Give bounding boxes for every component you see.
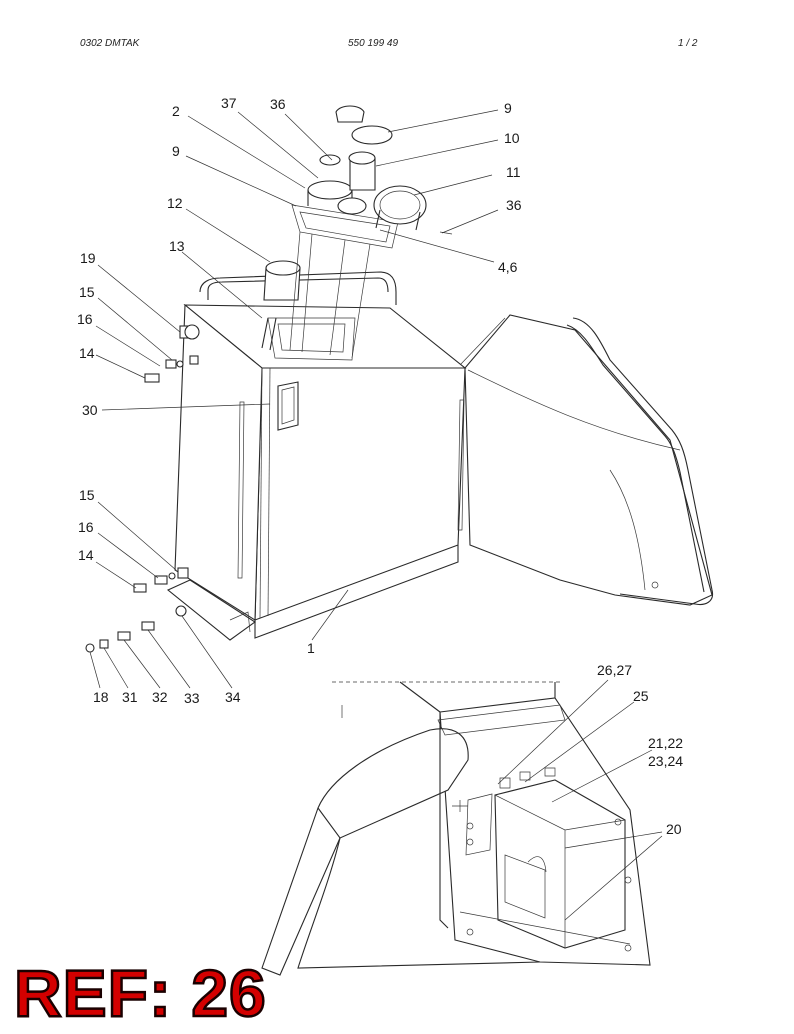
callout-16-lower: 16 (78, 519, 94, 535)
callout-14-lower: 14 (78, 547, 94, 563)
callout-33: 33 (184, 690, 200, 706)
callout-9-left: 9 (172, 143, 180, 159)
callout-23-24: 23,24 (648, 753, 683, 769)
callout-4-6: 4,6 (498, 259, 518, 275)
leader-lines (89, 109, 663, 921)
callout-11: 11 (506, 164, 521, 180)
callout-36-right: 36 (506, 197, 522, 213)
callout-21-22: 21,22 (648, 735, 683, 751)
callout-labels: 2 37 36 9 10 11 9 36 12 4,6 13 19 15 16 … (77, 95, 683, 837)
filler-assembly (261, 105, 453, 359)
callout-32: 32 (152, 689, 168, 705)
callout-31: 31 (122, 689, 138, 705)
part-number: 550 199 49 (348, 38, 399, 49)
reference-label: REF: 26 (13, 956, 267, 1030)
callout-2: 2 (172, 103, 180, 119)
callout-13: 13 (169, 238, 185, 254)
callout-36-top: 36 (270, 96, 286, 112)
callout-37: 37 (221, 95, 237, 111)
lower-detail-view (261, 681, 651, 976)
callout-14-upper: 14 (79, 345, 95, 361)
callout-18: 18 (93, 689, 109, 705)
callout-19: 19 (80, 250, 96, 266)
callout-16-upper: 16 (77, 311, 93, 327)
callout-25: 25 (633, 688, 649, 704)
document-code: 0302 DMTAK (80, 38, 140, 49)
page-indicator: 1 / 2 (678, 38, 698, 49)
callout-34: 34 (225, 689, 241, 705)
callout-20: 20 (666, 821, 682, 837)
tank-body (166, 271, 714, 641)
callout-12: 12 (167, 195, 183, 211)
callout-26-27: 26,27 (597, 662, 632, 678)
callout-1: 1 (307, 640, 315, 656)
callout-30: 30 (82, 402, 98, 418)
callout-9-top: 9 (504, 100, 512, 116)
callout-15-lower: 15 (79, 487, 95, 503)
callout-15-upper: 15 (79, 284, 95, 300)
callout-10: 10 (504, 130, 520, 146)
